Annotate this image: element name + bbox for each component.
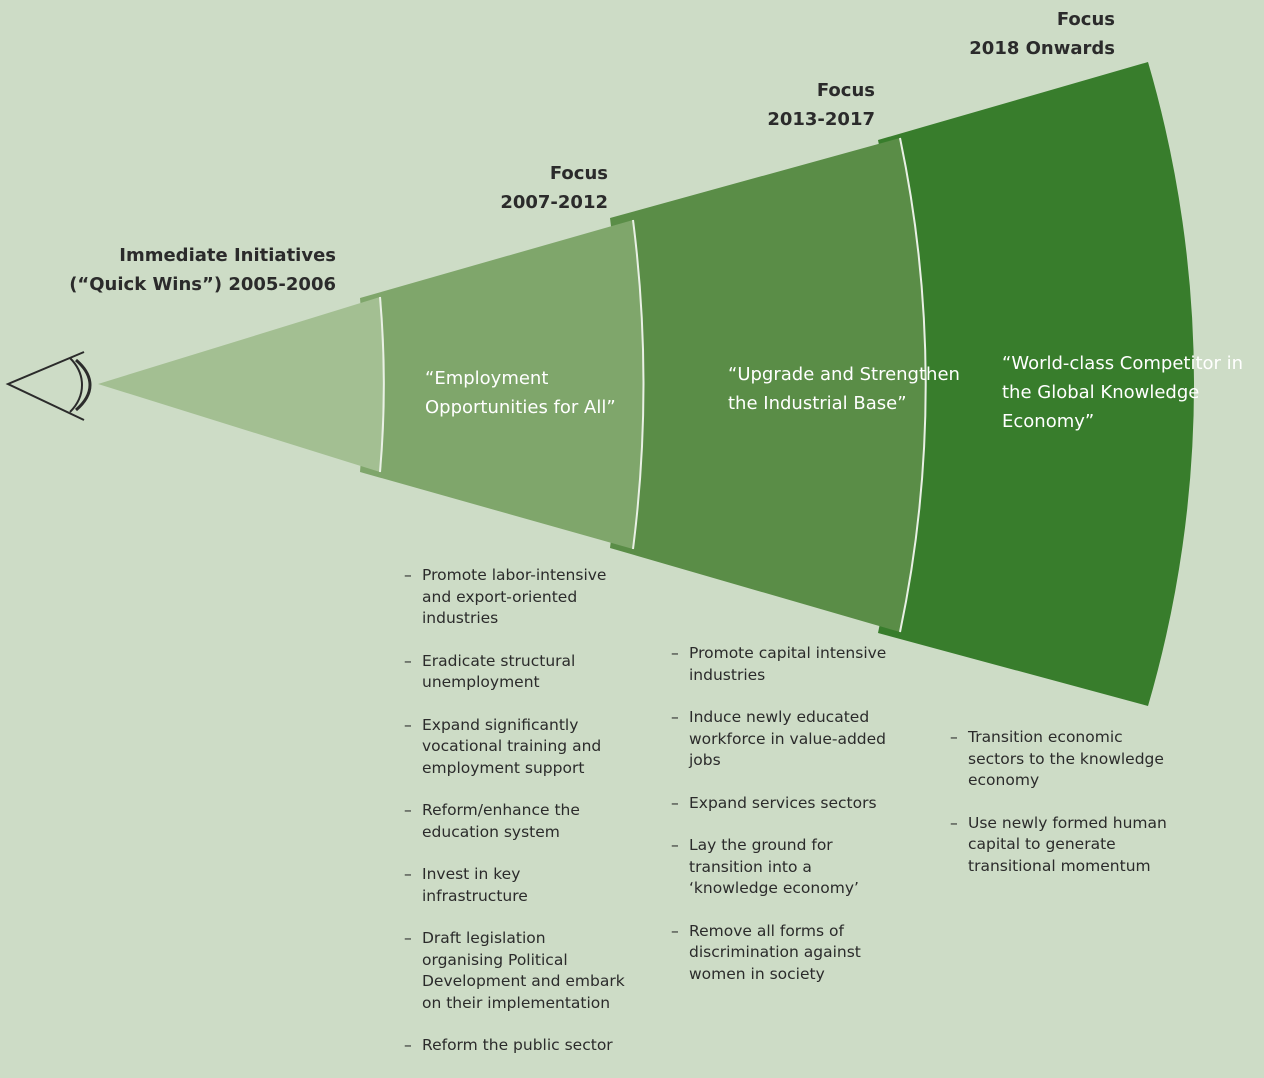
- band-dividers: [379, 137, 927, 633]
- theme-employment: “Employment Opportunities for All”: [425, 364, 616, 422]
- theme-line: “Upgrade and Strengthen: [728, 364, 960, 385]
- phase-label-2013-2017: Focus 2013-2017: [767, 76, 875, 134]
- list-item: Remove all forms of discrimination again…: [671, 921, 893, 986]
- phase-label-line2: 2007-2012: [500, 192, 608, 213]
- theme-line: Opportunities for All”: [425, 397, 616, 418]
- band-quick-wins: [98, 297, 384, 472]
- band-2018-onwards: [878, 62, 1195, 706]
- bullets-2007-2012: Promote labor-intensive and export-orien…: [404, 565, 626, 1078]
- vision-cone-diagram: [5, 62, 1195, 706]
- bullets-2018-onwards: Transition economic sectors to the knowl…: [950, 727, 1172, 898]
- list-item: Reform/enhance the education system: [404, 800, 626, 843]
- list-item: Invest in key infrastructure: [404, 864, 626, 907]
- list-item: Draft legislation organising Political D…: [404, 928, 626, 1014]
- list-item: Eradicate structural unemployment: [404, 651, 626, 694]
- list-item: Expand services sectors: [671, 793, 893, 815]
- phase-label-2007-2012: Focus 2007-2012: [500, 159, 608, 217]
- phase-label-line2: 2013-2017: [767, 109, 875, 130]
- theme-line: Economy”: [1002, 411, 1095, 432]
- theme-line: the Industrial Base”: [728, 393, 907, 414]
- band-2013-2017: [610, 138, 926, 632]
- bullets-2013-2017: Promote capital intensive industries Ind…: [671, 643, 893, 1006]
- list-item: Reform the public sector: [404, 1035, 626, 1057]
- list-item: Expand significantly vocational training…: [404, 715, 626, 780]
- band-2007-2012: [360, 220, 644, 549]
- phase-label-quick-wins: Immediate Initiatives (“Quick Wins”) 200…: [69, 241, 336, 299]
- phase-label-line1: Focus: [816, 80, 875, 101]
- list-item: Transition economic sectors to the knowl…: [950, 727, 1172, 792]
- list-item: Use newly formed human capital to genera…: [950, 813, 1172, 878]
- theme-line: “World-class Competitor in: [1002, 353, 1244, 374]
- theme-line: “Employment: [425, 368, 549, 389]
- theme-industrial-base: “Upgrade and Strengthen the Industrial B…: [728, 360, 960, 418]
- phase-label-2018-onwards: Focus 2018 Onwards: [969, 5, 1115, 63]
- phase-label-line2: 2018 Onwards: [969, 38, 1115, 59]
- theme-line: the Global Knowledge: [1002, 382, 1200, 403]
- phase-label-line1: Focus: [549, 163, 608, 184]
- phase-label-line1: Focus: [1056, 9, 1115, 30]
- phase-label-line1: Immediate Initiatives: [119, 245, 336, 266]
- eye-icon: [5, 351, 92, 421]
- list-item: Promote capital intensive industries: [671, 643, 893, 686]
- list-item: Lay the ground for transition into a ‘kn…: [671, 835, 893, 900]
- list-item: Induce newly educated workforce in value…: [671, 707, 893, 772]
- list-item: Promote labor-intensive and export-orien…: [404, 565, 626, 630]
- theme-knowledge-economy: “World-class Competitor in the Global Kn…: [1002, 349, 1243, 436]
- phase-label-line2: (“Quick Wins”) 2005-2006: [69, 274, 336, 295]
